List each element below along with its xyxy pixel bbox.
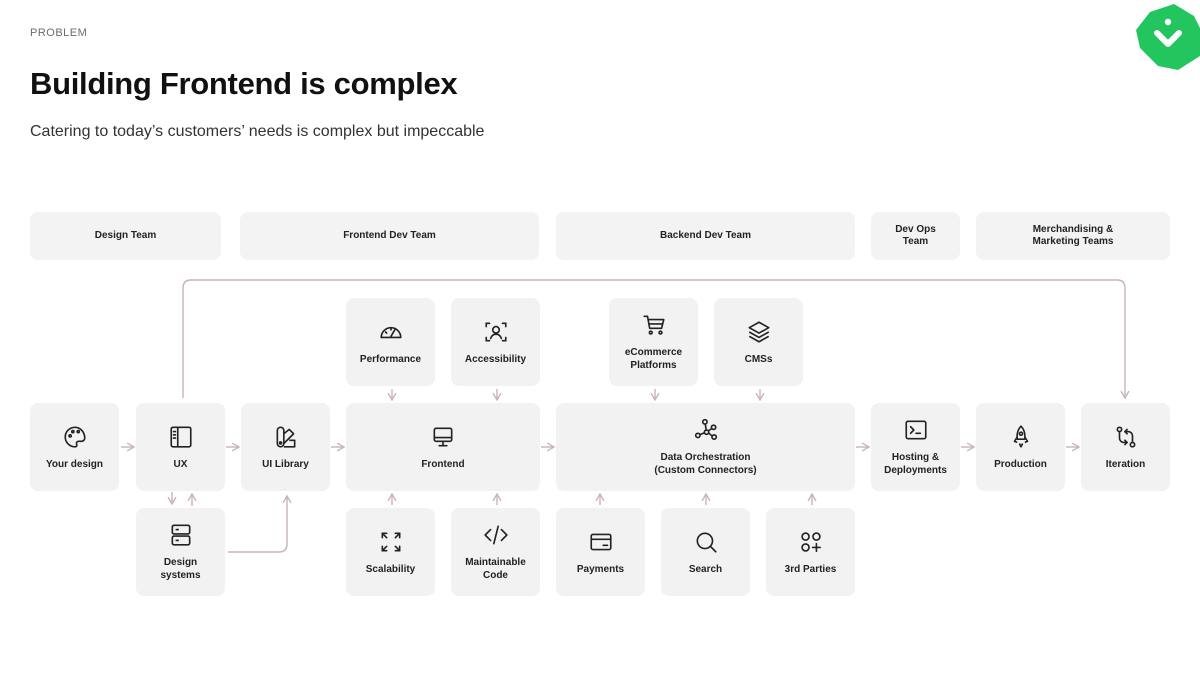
- node-ux-label: UX: [173, 458, 188, 470]
- team-design: Design Team: [30, 212, 221, 260]
- gauge-icon: [379, 326, 402, 338]
- node-3rd-parties-label: 3rd Parties: [784, 563, 837, 575]
- expand-icon: [381, 532, 400, 551]
- node-design-systems-label: Design systems: [160, 557, 201, 581]
- node-3rd-parties: 3rd Parties: [766, 508, 855, 596]
- team-backend-dev: Backend Dev Team: [556, 212, 855, 260]
- node-performance-label: Performance: [359, 353, 422, 365]
- layout-icon: [169, 425, 192, 448]
- server-icon: [171, 524, 190, 546]
- monitor-icon: [433, 427, 453, 446]
- node-maintainable-code-label: Maintainable Code: [465, 557, 526, 581]
- node-production: Production: [976, 403, 1065, 491]
- node-ecommerce-platforms: eCommerce Platforms: [609, 298, 698, 386]
- node-iteration-label: Iteration: [1105, 458, 1146, 470]
- node-payments-label: Payments: [576, 563, 625, 575]
- team-devops: Dev Ops Team: [871, 212, 960, 260]
- node-search: Search: [661, 508, 750, 596]
- brand-logo-icon: [1136, 4, 1200, 70]
- page-subtitle: Catering to today’s customers’ needs is …: [30, 123, 485, 140]
- node-accessibility-label: Accessibility: [464, 353, 527, 365]
- rocket-icon: [1013, 424, 1028, 448]
- node-ux: UX: [136, 403, 225, 491]
- team-merchandising-marketing: Merchandising & Marketing Teams: [976, 212, 1170, 260]
- search-icon: [696, 532, 717, 553]
- node-frontend-label: Frontend: [421, 458, 465, 470]
- node-performance: Performance: [346, 298, 435, 386]
- layers-icon: [747, 320, 770, 343]
- terminal-icon: [904, 420, 927, 440]
- node-frontend: Frontend: [346, 403, 540, 491]
- git-compare-icon: [1116, 425, 1135, 448]
- grid-plus-icon: [800, 531, 821, 552]
- node-accessibility: Accessibility: [451, 298, 540, 386]
- node-search-label: Search: [688, 563, 723, 575]
- card-icon: [589, 533, 612, 550]
- node-payments: Payments: [556, 508, 645, 596]
- network-icon: [694, 418, 717, 441]
- swatch-icon: [276, 425, 295, 448]
- node-iteration: Iteration: [1081, 403, 1170, 491]
- node-ecommerce-label: eCommerce Platforms: [624, 347, 683, 371]
- team-frontend-dev: Frontend Dev Team: [240, 212, 539, 260]
- page-title: Building Frontend is complex: [30, 66, 458, 101]
- node-cms: CMSs: [714, 298, 803, 386]
- node-hosting-deployments: Hosting & Deployments: [871, 403, 960, 491]
- node-maintainable-code: Maintainable Code: [451, 508, 540, 596]
- node-ui-library-label: UI Library: [262, 458, 309, 470]
- node-data-orchestration: Data Orchestration (Custom Connectors): [556, 403, 855, 491]
- node-cms-label: CMSs: [744, 353, 773, 365]
- node-your-design-label: Your design: [45, 458, 104, 470]
- cart-icon: [642, 315, 665, 335]
- code-icon: [483, 525, 508, 545]
- node-data-orchestration-label: Data Orchestration (Custom Connectors): [654, 452, 757, 476]
- node-hosting-label: Hosting & Deployments: [884, 452, 947, 476]
- node-ui-library: UI Library: [241, 403, 330, 491]
- node-production-label: Production: [994, 458, 1047, 470]
- node-design-systems: Design systems: [136, 508, 225, 596]
- palette-icon: [63, 425, 86, 448]
- node-your-design: Your design: [30, 403, 119, 491]
- section-eyebrow: PROBLEM: [30, 27, 88, 39]
- person-scan-icon: [484, 322, 507, 341]
- node-scalability: Scalability: [346, 508, 435, 596]
- node-scalability-label: Scalability: [365, 563, 416, 575]
- feedback-loop-line: [182, 279, 1130, 400]
